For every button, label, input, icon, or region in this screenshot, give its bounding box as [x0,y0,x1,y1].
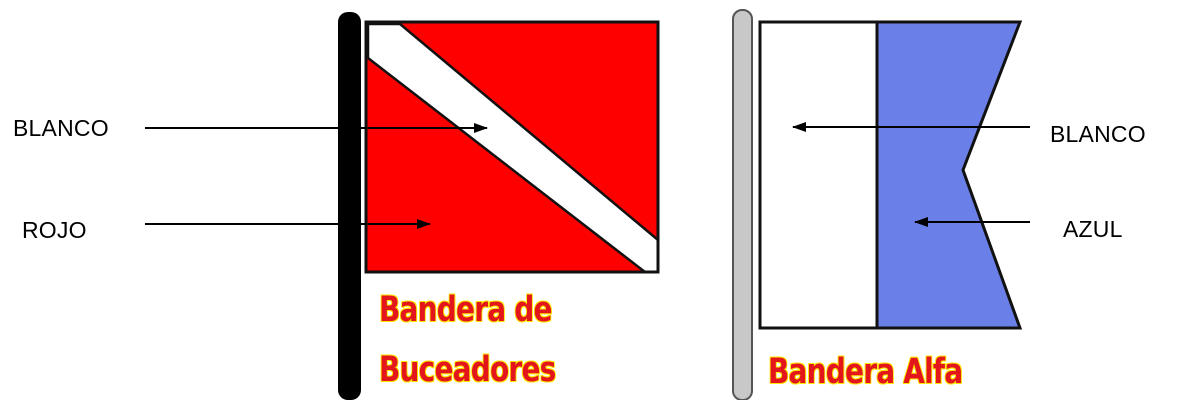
alfa-flag-pole [732,9,753,400]
caption-diver-line1: Bandera de [379,290,552,330]
label-rojo: ROJO [22,217,87,243]
label-blanco-right: BLANCO [1050,121,1146,147]
alfa-flag-blue-half [875,20,1023,330]
label-blanco-left: BLANCO [13,115,109,141]
diver-flag [364,20,660,274]
diver-flag-pole [338,12,361,400]
label-azul: AZUL [1063,216,1123,242]
alfa-flag [758,20,1023,330]
caption-diver-line2: Buceadores [379,350,556,390]
alfa-flag-white-half [758,20,879,330]
caption-alfa: Bandera Alfa [768,352,963,392]
